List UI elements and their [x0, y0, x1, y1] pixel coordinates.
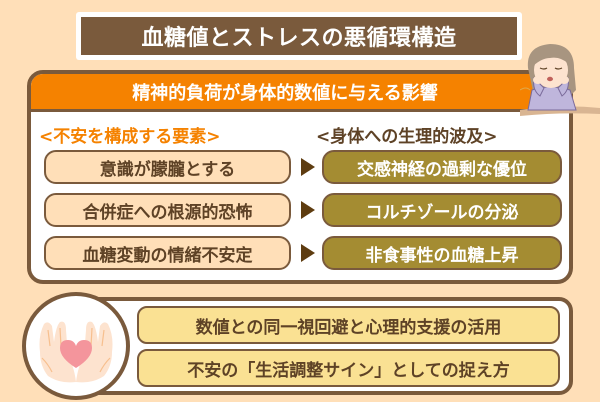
anxiety-item: 意識が朦朧とする [44, 150, 291, 184]
panel-header: 精神的負荷が身体的数値に与える影響 [31, 74, 569, 112]
effect-item: 非食事性の血糖上昇 [322, 236, 562, 270]
arrow-right-icon [301, 158, 315, 176]
main-panel: 精神的負荷が身体的数値に与える影響 <不安を構成する要素> <身体への生理的波及… [27, 70, 573, 284]
effect-item: 交感神経の過剰な優位 [322, 150, 562, 184]
anxiety-item: 合併症への根源的恐怖 [44, 193, 291, 227]
arrow-right-icon [301, 244, 315, 262]
physical-effects-heading: <身体への生理的波及> [316, 127, 498, 147]
worried-woman-illustration [519, 38, 600, 120]
anxiety-elements-heading: <不安を構成する要素> [39, 127, 221, 147]
page-title: 血糖値とストレスの悪循環構造 [81, 17, 517, 55]
hands-holding-heart-icon [22, 292, 130, 400]
support-item: 数値との同一視回避と心理的支援の活用 [137, 306, 560, 344]
arrow-right-icon [301, 201, 315, 219]
title-box: 血糖値とストレスの悪循環構造 [76, 12, 522, 60]
anxiety-item: 血糖変動の情緒不安定 [44, 236, 291, 270]
effect-item: コルチゾールの分泌 [322, 193, 562, 227]
support-item: 不安の「生活調整サイン」としての捉え方 [137, 349, 560, 387]
